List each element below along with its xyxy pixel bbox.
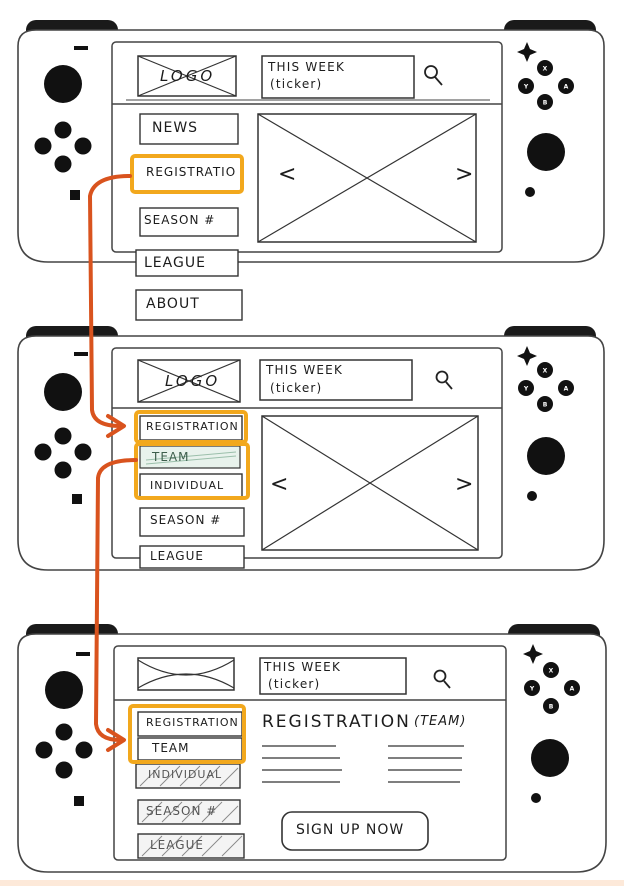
capture-icon[interactable] <box>72 494 82 504</box>
menu-item-registration[interactable]: REGISTRATIO <box>146 165 237 179</box>
logo-box <box>137 359 241 403</box>
carousel-next-button[interactable]: > <box>455 162 475 187</box>
menu-item-season: SEASON # <box>146 804 218 818</box>
menu-item-individual[interactable]: INDIVIDUAL <box>150 479 225 492</box>
face-buttons[interactable]: X Y A B <box>524 662 580 714</box>
console-3: X Y A B <box>17 624 607 873</box>
menu-item-individual: INDIVIDUAL <box>148 768 223 781</box>
carousel-box <box>261 415 479 551</box>
svg-text:Y: Y <box>529 686 535 693</box>
dpad-icon[interactable] <box>34 121 92 173</box>
svg-text:X: X <box>549 668 554 675</box>
flow-arrows <box>88 174 138 752</box>
left-stick-icon[interactable] <box>45 671 83 709</box>
left-stick-icon[interactable] <box>44 373 82 411</box>
dpad-icon[interactable] <box>34 427 92 479</box>
highlight-registration-3 <box>128 704 246 764</box>
svg-text:Y: Y <box>523 84 529 91</box>
menu-item-season[interactable]: SEASON # <box>150 513 222 527</box>
menu-item-league[interactable]: LEAGUE <box>150 549 204 563</box>
sign-up-button[interactable]: SIGN UP NOW <box>296 822 405 838</box>
capture-icon[interactable] <box>74 796 84 806</box>
ticker-title: THIS WEEK <box>264 660 342 674</box>
arrow-registration-flow <box>88 174 132 428</box>
ticker-box <box>261 55 415 99</box>
highlight-submenu-2 <box>134 442 250 500</box>
home-icon[interactable] <box>525 187 535 197</box>
plus-icon[interactable] <box>523 644 543 664</box>
ticker-subtitle: (ticker) <box>270 77 323 91</box>
search-icon[interactable] <box>424 65 443 86</box>
minus-icon[interactable] <box>76 652 90 656</box>
hatching <box>139 765 243 857</box>
logo-text: LOGO <box>165 372 221 390</box>
svg-text:B: B <box>549 704 554 711</box>
arrow-head-2 <box>106 728 126 752</box>
menu-item-registration[interactable]: REGISTRATION <box>146 716 239 729</box>
svg-text:Y: Y <box>523 386 529 393</box>
ticker-box <box>259 657 407 695</box>
menu-item-team[interactable]: TEAM <box>152 450 190 464</box>
menu-item-season[interactable]: SEASON # <box>144 213 216 227</box>
page-title: REGISTRATION <box>262 712 411 732</box>
minus-icon[interactable] <box>74 46 88 50</box>
svg-text:B: B <box>543 100 548 107</box>
plus-icon[interactable] <box>517 346 537 366</box>
carousel-next-button[interactable]: > <box>455 472 475 497</box>
form-lines <box>262 745 464 783</box>
right-stick-icon[interactable] <box>531 739 569 777</box>
menu-item-registration[interactable]: REGISTRATION <box>146 420 239 433</box>
menu-item-news[interactable]: NEWS <box>152 120 199 136</box>
arrow-team-flow <box>94 458 138 742</box>
svg-text:A: A <box>564 84 569 91</box>
face-buttons[interactable]: X Y A B <box>518 362 574 412</box>
highlight-registration-1 <box>130 154 244 194</box>
ticker-box <box>259 359 413 401</box>
ticker-title: THIS WEEK <box>266 363 344 377</box>
ticker-subtitle: (ticker) <box>270 381 323 395</box>
dpad-icon[interactable] <box>35 723 93 779</box>
face-buttons[interactable]: X Y A B <box>518 60 574 110</box>
ticker-subtitle: (ticker) <box>268 677 321 691</box>
sign-up-button-frame[interactable] <box>281 811 429 851</box>
logo-box <box>137 657 235 691</box>
search-icon[interactable] <box>433 669 451 689</box>
bottom-strip <box>0 880 624 886</box>
console-1: X Y A B <box>17 20 605 321</box>
svg-text:B: B <box>543 402 548 409</box>
svg-text:X: X <box>543 368 548 375</box>
minus-icon[interactable] <box>74 352 88 356</box>
carousel-prev-button[interactable]: < <box>278 162 298 187</box>
logo-box <box>137 55 237 97</box>
carousel-prev-button[interactable]: < <box>270 472 290 497</box>
svg-text:A: A <box>564 386 569 393</box>
menu-item-about[interactable]: ABOUT <box>146 296 200 312</box>
console-2: X Y A B <box>17 326 605 571</box>
right-stick-icon[interactable] <box>527 133 565 171</box>
home-icon[interactable] <box>527 491 537 501</box>
logo-text: LOGO <box>160 67 216 85</box>
capture-icon[interactable] <box>70 190 80 200</box>
page-subtitle: (TEAM) <box>414 714 467 729</box>
menu-item-league: LEAGUE <box>150 838 204 852</box>
home-icon[interactable] <box>531 793 541 803</box>
right-stick-icon[interactable] <box>527 437 565 475</box>
menu-item-league[interactable]: LEAGUE <box>144 255 206 271</box>
carousel-box <box>257 113 477 243</box>
svg-text:X: X <box>543 66 548 73</box>
menu-item-team[interactable]: TEAM <box>152 741 190 755</box>
ticker-title: THIS WEEK <box>268 60 346 74</box>
svg-text:A: A <box>570 686 575 693</box>
search-icon[interactable] <box>435 370 453 390</box>
left-stick-icon[interactable] <box>44 65 82 103</box>
arrow-head-1 <box>106 414 126 438</box>
plus-icon[interactable] <box>517 42 537 62</box>
